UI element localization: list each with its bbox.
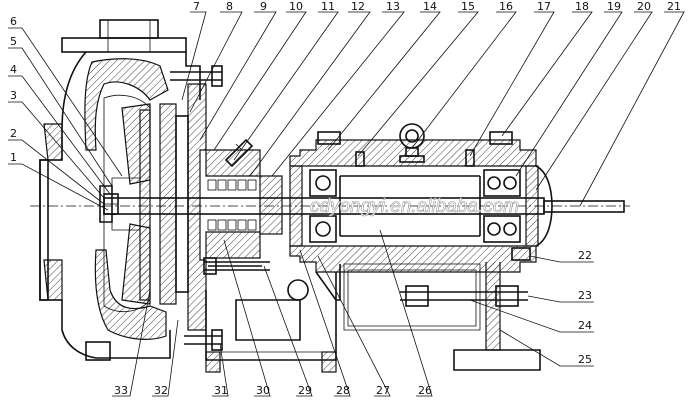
label-33: 33 (114, 384, 128, 397)
label-17: 17 (537, 0, 551, 13)
frame (205, 262, 541, 373)
watermark: cdyongyi.en.alibaba.com (310, 196, 519, 217)
label-11: 11 (321, 0, 335, 13)
label-8: 8 (226, 0, 233, 13)
label-1: 1 (10, 151, 17, 164)
right-labels: 22 23 24 25 (578, 249, 592, 366)
label-5: 5 (10, 35, 17, 48)
impeller (99, 103, 151, 305)
label-22: 22 (578, 249, 592, 262)
label-6: 6 (10, 15, 17, 28)
label-9: 9 (260, 0, 267, 13)
label-16: 16 (499, 0, 513, 13)
label-32: 32 (154, 384, 168, 397)
label-28: 28 (336, 384, 350, 397)
label-25: 25 (578, 353, 592, 366)
label-3: 3 (10, 89, 17, 102)
bearing-assembly (289, 123, 553, 273)
label-23: 23 (578, 289, 592, 302)
label-24: 24 (578, 319, 592, 332)
left-labels: 6 5 4 3 2 1 (10, 15, 17, 164)
label-18: 18 (575, 0, 589, 13)
pump-casing (39, 19, 201, 359)
label-30: 30 (256, 384, 270, 397)
label-26: 26 (418, 384, 432, 397)
label-4: 4 (10, 63, 17, 76)
front-bearing (309, 169, 337, 243)
rear-bearing (483, 169, 521, 243)
label-20: 20 (637, 0, 651, 13)
bottom-labels: 33 32 31 30 29 28 27 26 (114, 384, 432, 397)
label-12: 12 (351, 0, 365, 13)
label-29: 29 (298, 384, 312, 397)
label-27: 27 (376, 384, 390, 397)
label-21: 21 (667, 0, 681, 13)
back-plate (85, 65, 223, 361)
label-19: 19 (607, 0, 621, 13)
label-13: 13 (386, 0, 400, 13)
leader-lines (8, 11, 685, 397)
label-10: 10 (289, 0, 303, 13)
stuffing-box (203, 138, 283, 275)
top-labels: 7 8 9 10 11 12 13 14 15 16 17 18 19 20 2… (193, 0, 681, 13)
label-2: 2 (10, 127, 17, 140)
label-31: 31 (214, 384, 228, 397)
packing-rings (207, 179, 257, 231)
label-7: 7 (193, 0, 200, 13)
label-15: 15 (461, 0, 475, 13)
label-14: 14 (423, 0, 437, 13)
